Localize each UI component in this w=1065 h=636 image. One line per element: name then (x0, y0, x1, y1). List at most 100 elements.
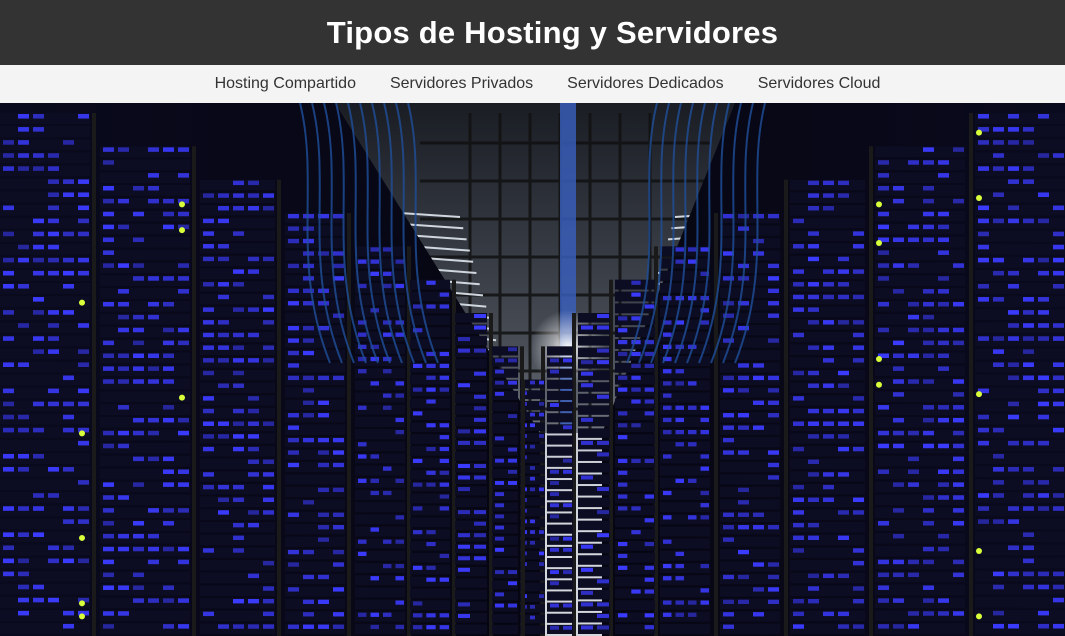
server-led-blue (133, 585, 144, 590)
server-led-blue (303, 612, 314, 616)
server-led-blue (923, 186, 934, 191)
server-led-blue (597, 579, 609, 583)
server-unit (790, 459, 865, 470)
server-led-blue (288, 338, 299, 342)
server-unit (975, 558, 1065, 569)
server-led-blue (1053, 323, 1064, 328)
server-led-blue (371, 454, 380, 458)
server-led-blue (978, 206, 989, 211)
server-led-blue (768, 301, 779, 305)
server-led-blue (148, 598, 159, 603)
server-led-blue (263, 485, 274, 489)
server-led-blue (474, 372, 486, 376)
server-led-blue (358, 479, 367, 483)
server-led-blue (597, 625, 609, 629)
server-led-blue (878, 598, 889, 603)
server-led-blue (793, 422, 804, 426)
server-led-blue (133, 263, 144, 268)
server-led-blue (118, 366, 129, 371)
server-unit (975, 466, 1065, 477)
server-led-blue (878, 173, 889, 178)
server-led-blue (203, 371, 214, 375)
server-led-blue (688, 442, 697, 446)
server-unit (660, 283, 710, 293)
server-led-blue (893, 199, 904, 204)
server-led-blue (539, 594, 544, 598)
server-led-blue (18, 127, 29, 132)
server-led-blue (48, 232, 59, 237)
server-led-blue (495, 604, 504, 608)
server-led-blue (768, 214, 779, 218)
server-led-blue (413, 613, 422, 617)
server-unit (527, 540, 545, 549)
nav-item-hosting-compartido[interactable]: Hosting Compartido (215, 75, 356, 93)
server-led-blue (539, 381, 544, 385)
server-unit (975, 322, 1065, 333)
server-led-blue (233, 485, 244, 489)
server-led-blue (853, 422, 864, 426)
server-led-blue (163, 418, 174, 423)
nav-item-servidores-cloud[interactable]: Servidores Cloud (758, 75, 881, 93)
server-led-blue (103, 560, 114, 565)
server-led-blue (78, 192, 89, 197)
server-led-blue (768, 587, 779, 591)
server-led-blue (163, 508, 174, 513)
server-led-blue (823, 358, 834, 362)
server-led-blue (823, 181, 834, 185)
server-led-blue (426, 530, 435, 534)
server-led-blue (3, 258, 14, 263)
server-led-blue (793, 510, 804, 514)
server-led-blue (233, 231, 244, 235)
server-led-blue (383, 393, 392, 397)
server-led-blue (853, 358, 864, 362)
server-led-blue (978, 506, 989, 511)
server-led-blue (48, 402, 59, 407)
server-led-blue (1053, 376, 1064, 381)
server-unit (547, 346, 573, 355)
server-led-blue (163, 328, 174, 333)
server-led-blue (550, 570, 559, 574)
server-unit (875, 378, 965, 389)
server-led-blue (3, 415, 14, 420)
server-led-blue (263, 193, 274, 197)
server-led-blue (78, 480, 89, 485)
server-led-blue (563, 470, 572, 474)
server-led-blue (978, 219, 989, 224)
server-led-blue (923, 225, 934, 230)
server-led-blue (33, 166, 44, 171)
nav-item-servidores-dedicados[interactable]: Servidores Dedicados (567, 75, 724, 93)
server-led-blue (645, 589, 654, 593)
server-led-blue (458, 545, 470, 549)
server-led-blue (440, 459, 449, 463)
server-led-blue (908, 160, 919, 165)
server-led-blue (893, 263, 904, 268)
server-led-blue (838, 269, 849, 273)
server-unit (720, 549, 780, 559)
server-led-blue (563, 604, 572, 608)
server-led-blue (1008, 545, 1019, 550)
server-led-blue (248, 422, 259, 426)
server-led-blue (458, 476, 470, 480)
server-led-blue (396, 381, 405, 385)
server-led-blue (133, 276, 144, 281)
server-led-blue (768, 276, 779, 280)
server-led-blue (233, 371, 244, 375)
server-led-blue (1008, 624, 1019, 629)
server-led-blue (1038, 192, 1049, 197)
server-led-blue (3, 402, 14, 407)
server-led-blue (581, 418, 593, 422)
nav-item-servidores-privados[interactable]: Servidores Privados (390, 75, 533, 93)
server-led-blue (48, 323, 59, 328)
server-led-blue (48, 179, 59, 184)
server-led-blue (33, 245, 44, 250)
server-led-blue (738, 376, 749, 380)
server-unit (975, 361, 1065, 372)
server-led-blue (248, 574, 259, 578)
server-led-green (976, 195, 982, 201)
server-led-blue (248, 193, 259, 197)
server-led-blue (1008, 362, 1019, 367)
server-led-blue (426, 566, 435, 570)
server-led-blue (233, 181, 244, 185)
server-led-blue (701, 491, 710, 495)
server-led-blue (358, 260, 367, 264)
